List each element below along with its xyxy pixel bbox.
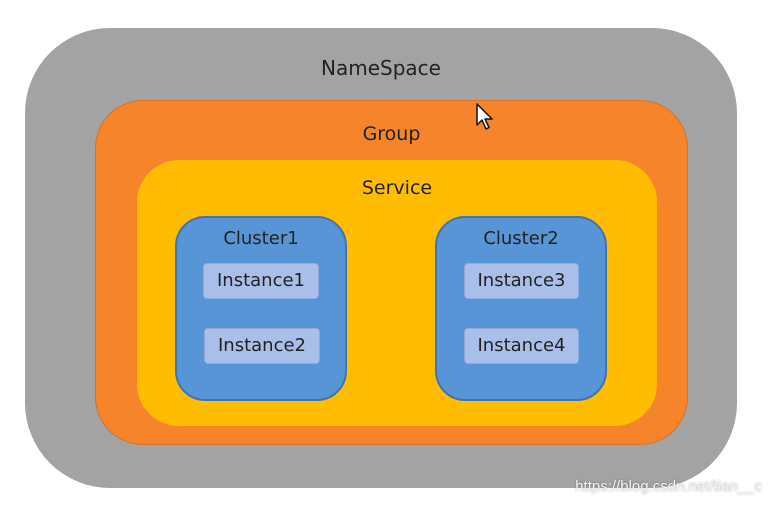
watermark-text: https://blog.csdn.net/tian__c [575, 478, 762, 495]
cluster2-box: Cluster2 Instance3 Instance4 [435, 216, 607, 401]
instance4-box: Instance4 [464, 328, 579, 364]
namespace-label: NameSpace [321, 56, 441, 80]
instance1-box: Instance1 [203, 263, 319, 299]
cluster1-box: Cluster1 Instance1 Instance2 [175, 216, 347, 401]
instance3-box: Instance3 [464, 263, 579, 299]
group-box: Group Service Cluster1 Instance1 Instanc… [95, 100, 688, 445]
service-label: Service [361, 177, 433, 199]
mouse-pointer-icon [476, 103, 493, 130]
instance2-box: Instance2 [204, 328, 320, 364]
namespace-box: NameSpace Group Service Cluster1 Instanc… [25, 28, 737, 488]
service-box: Service Cluster1 Instance1 Instance2 Clu… [137, 160, 657, 426]
cluster1-label: Cluster1 [223, 228, 299, 249]
group-label: Group [362, 123, 421, 145]
cluster2-label: Cluster2 [483, 228, 559, 249]
